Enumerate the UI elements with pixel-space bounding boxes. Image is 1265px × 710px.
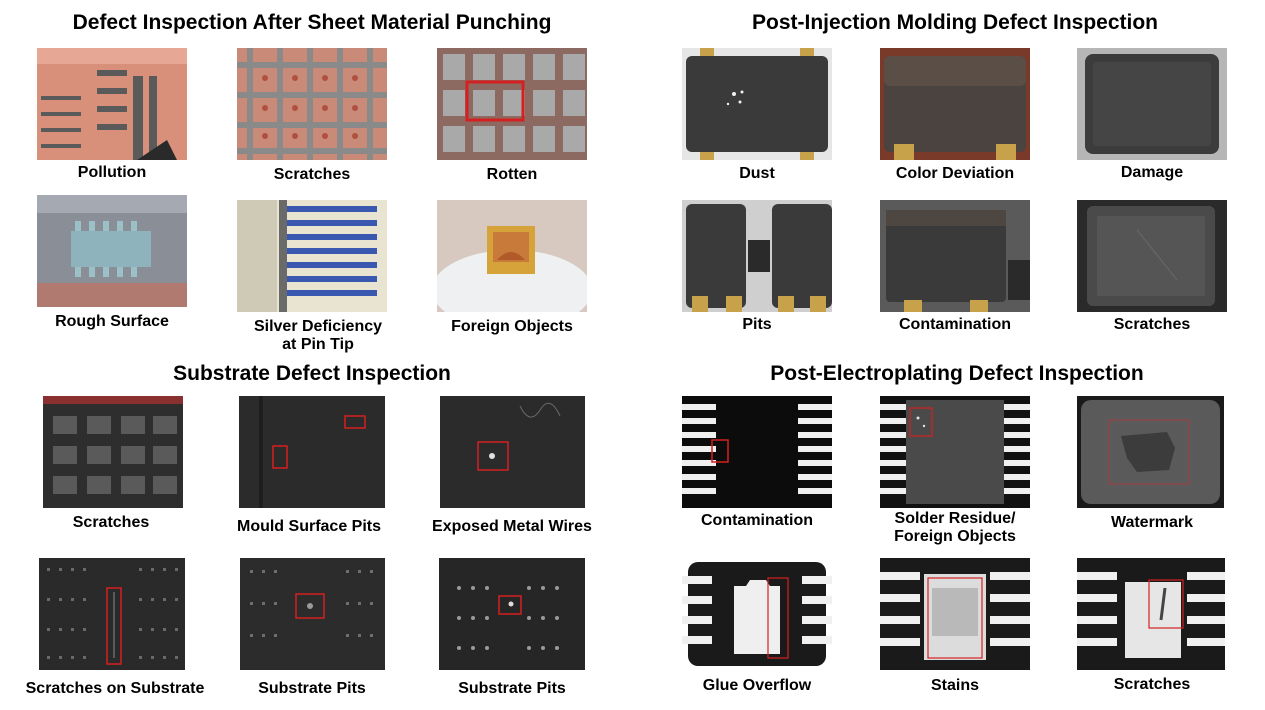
caption-solder-line2: Foreign Objects	[894, 528, 1016, 545]
image-substrate-pits-1	[240, 558, 385, 670]
caption-stains: Stains	[930, 677, 979, 694]
image-plating-scratches	[1077, 558, 1225, 670]
title-electroplating: Post-Electroplating Defect Inspection	[770, 362, 1144, 385]
caption-damage: Damage	[1120, 164, 1184, 181]
image-glue-overflow	[682, 558, 832, 670]
image-stains	[880, 558, 1030, 670]
caption-dust: Dust	[739, 165, 775, 182]
image-pollution	[37, 48, 187, 160]
image-damage	[1077, 48, 1227, 160]
image-mold-scratches	[1077, 200, 1227, 312]
caption-silver-line2: at Pin Tip	[282, 336, 354, 353]
image-rotten	[437, 48, 587, 160]
caption-punch-scratches: Scratches	[273, 166, 351, 183]
title-molding: Post-Injection Molding Defect Inspection	[751, 11, 1159, 34]
caption-rough-surface: Rough Surface	[55, 313, 169, 330]
caption-color-deviation: Color Deviation	[895, 165, 1015, 182]
caption-substrate-pits-1: Substrate Pits	[258, 680, 366, 697]
caption-glue-overflow: Glue Overflow	[702, 677, 812, 694]
image-color-deviation	[880, 48, 1030, 160]
caption-plating-scratches: Scratches	[1113, 676, 1191, 693]
caption-rotten: Rotten	[486, 166, 538, 183]
caption-scratches-on-substrate: Scratches on Substrate	[25, 680, 205, 697]
image-exposed-metal-wires	[440, 396, 585, 508]
caption-watermark: Watermark	[1110, 514, 1194, 531]
caption-pits: Pits	[742, 316, 772, 333]
caption-silver-deficiency: Silver Deficiency at Pin Tip	[218, 318, 418, 354]
caption-silver-line1: Silver Deficiency	[253, 318, 383, 335]
image-rough-surface	[37, 195, 187, 307]
image-solder-residue	[880, 396, 1030, 508]
caption-mold-contamination: Contamination	[899, 316, 1011, 333]
image-scratches-on-substrate	[39, 558, 185, 670]
title-punching: Defect Inspection After Sheet Material P…	[72, 11, 552, 34]
caption-sub-scratches: Scratches	[72, 514, 150, 531]
image-foreign-objects	[437, 200, 587, 312]
image-substrate-pits-2	[439, 558, 585, 670]
caption-mold-scratches: Scratches	[1113, 316, 1191, 333]
image-dust	[682, 48, 832, 160]
image-watermark	[1077, 396, 1224, 508]
image-punch-scratches	[237, 48, 387, 160]
caption-solder-residue: Solder Residue/ Foreign Objects	[855, 510, 1055, 546]
caption-exposed-metal-wires: Exposed Metal Wires	[432, 518, 592, 535]
image-plating-contamination	[682, 396, 832, 508]
caption-plating-contamination: Contamination	[701, 512, 813, 529]
image-silver-deficiency	[237, 200, 387, 312]
image-mold-contamination	[880, 200, 1030, 312]
image-pits	[682, 200, 832, 312]
caption-substrate-pits-2: Substrate Pits	[458, 680, 566, 697]
caption-pollution: Pollution	[77, 164, 147, 181]
caption-solder-line1: Solder Residue/	[894, 510, 1016, 527]
title-substrate: Substrate Defect Inspection	[173, 362, 451, 385]
caption-foreign-objects: Foreign Objects	[451, 318, 573, 335]
image-mould-surface-pits	[239, 396, 385, 508]
image-sub-scratches	[43, 396, 183, 508]
caption-mould-surface-pits: Mould Surface Pits	[236, 518, 382, 535]
